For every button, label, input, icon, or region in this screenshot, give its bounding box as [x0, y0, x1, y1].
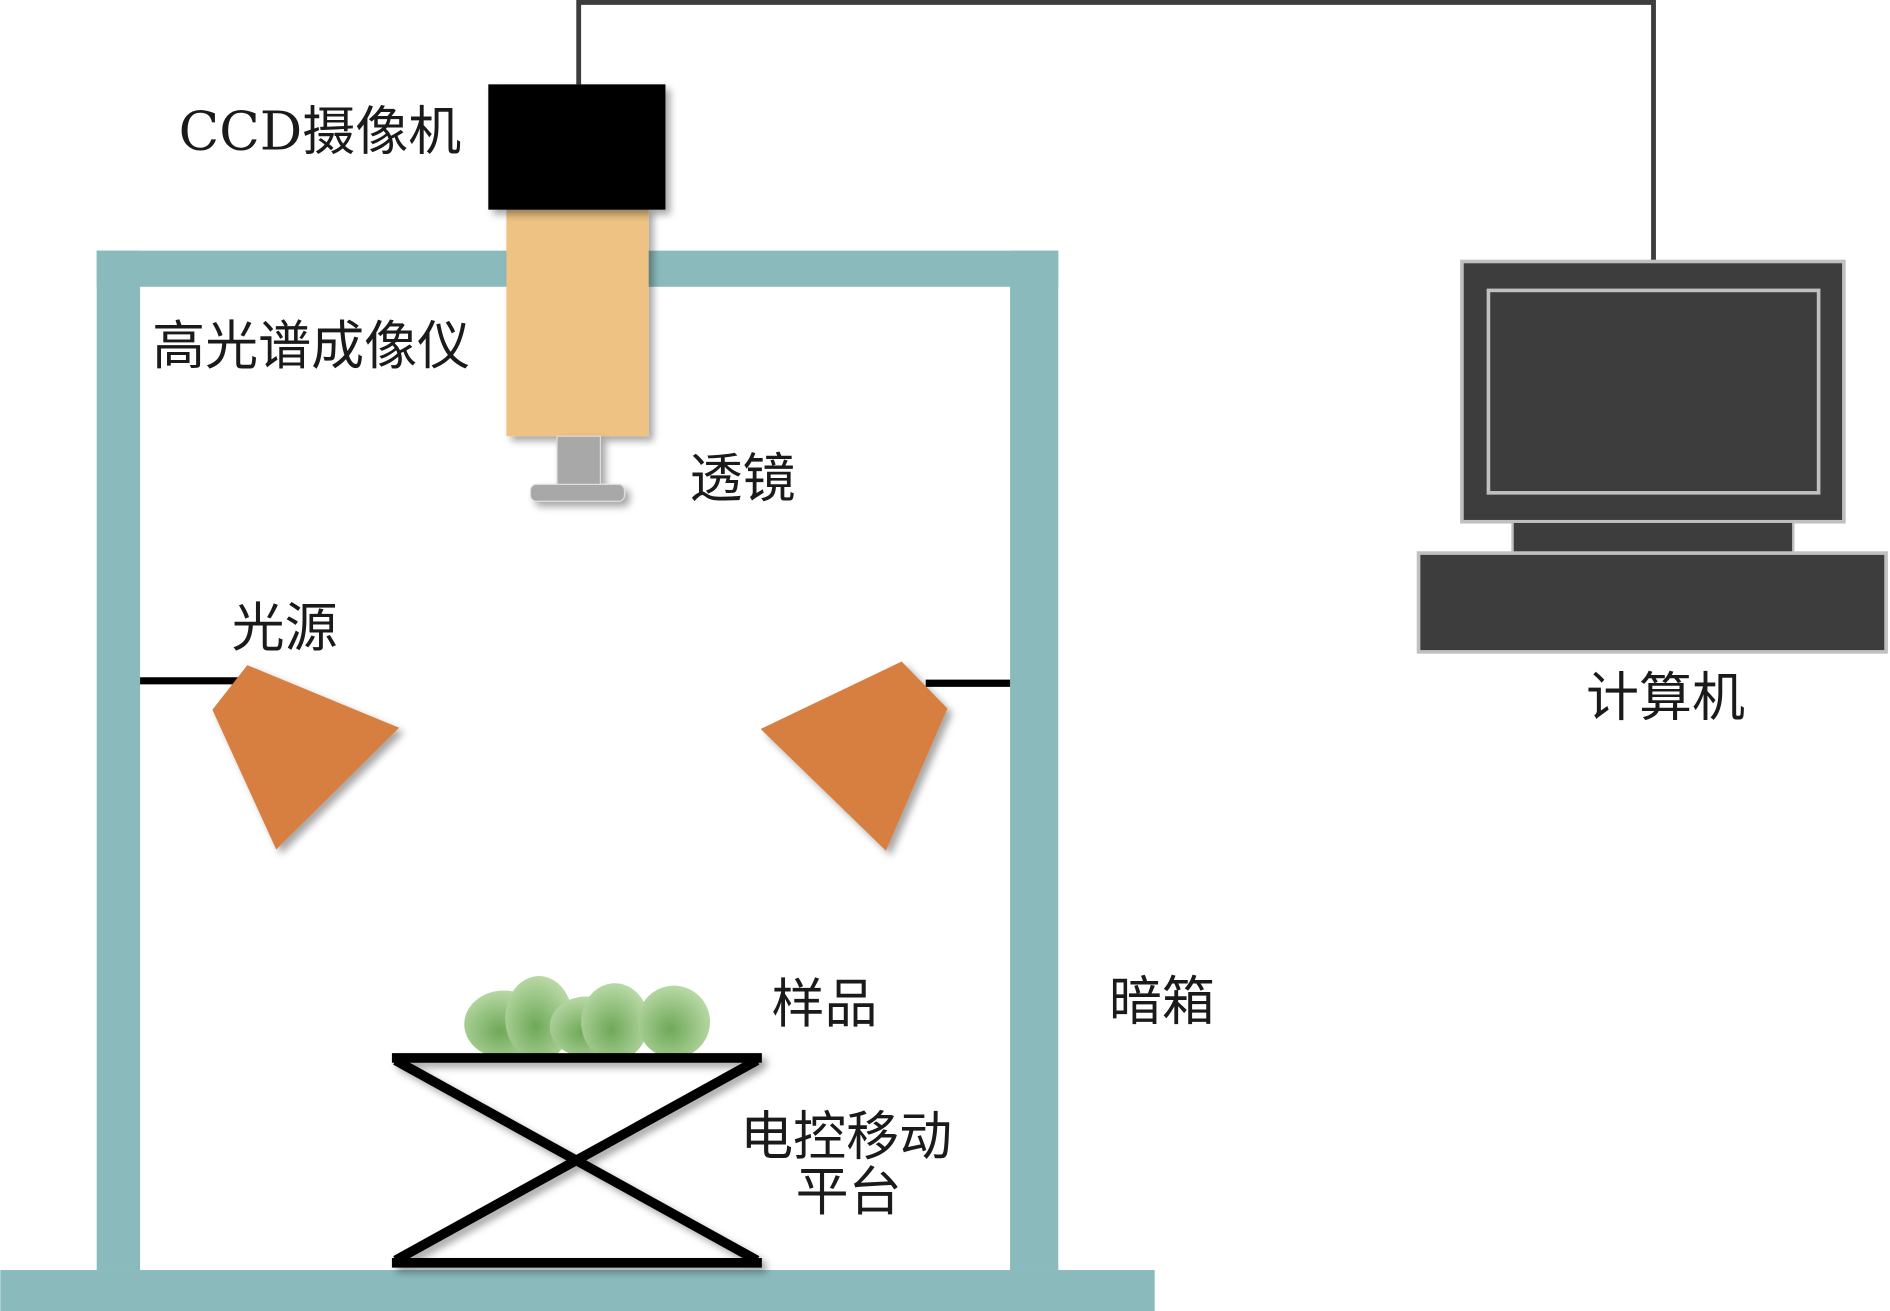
dark-box	[0, 250, 1155, 1311]
label-dark-box: 暗箱	[1109, 970, 1215, 1032]
light-source-left	[212, 665, 400, 850]
computer-base	[1416, 551, 1888, 654]
label-lens: 透镜	[690, 447, 796, 509]
sample-leaves	[464, 976, 711, 1061]
ccd-camera	[488, 84, 666, 210]
data-cable	[576, 0, 1656, 263]
lens	[529, 435, 626, 502]
hyperspectral-imager	[506, 207, 649, 437]
computer	[1416, 259, 1888, 654]
label-computer: 计算机	[1586, 667, 1745, 729]
label-light-source: 光源	[232, 597, 338, 659]
light-source-right	[760, 661, 948, 851]
label-ccd-camera: CCD摄像机	[179, 100, 462, 162]
label-stage-line1: 电控移动	[740, 1105, 952, 1167]
motorized-stage	[391, 1053, 762, 1268]
label-hyperspectral-imager: 高光谱成像仪	[152, 315, 470, 377]
computer-neck	[1511, 520, 1795, 555]
label-stage-line2: 平台	[796, 1161, 902, 1223]
label-sample: 样品	[771, 973, 877, 1035]
computer-screen	[1486, 288, 1821, 495]
